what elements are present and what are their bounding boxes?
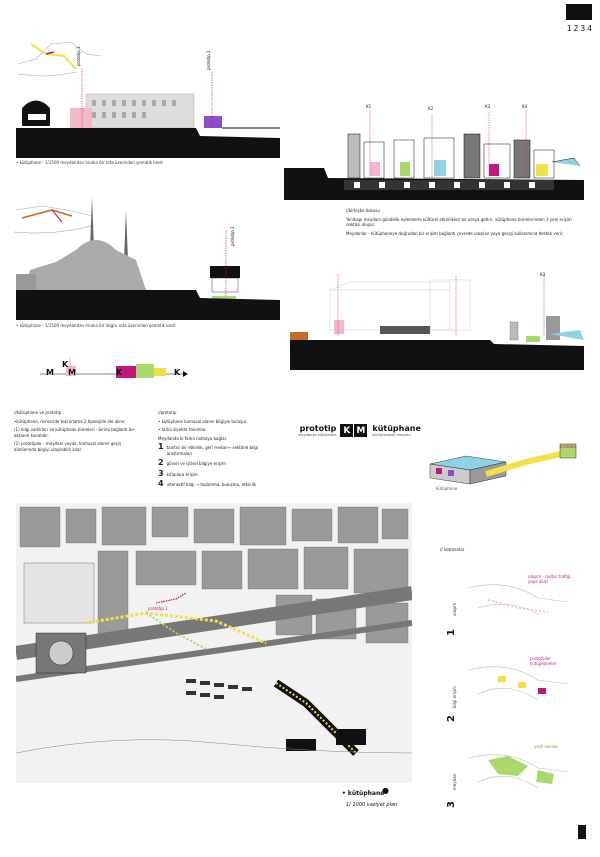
layer-3-diagram: [468, 754, 569, 789]
topic-1-line-1: •kütüphane, mimaride tekrarlama 2 tipolo…: [14, 418, 126, 424]
layer-2-diagram: [468, 666, 569, 701]
section-2-elevation: [284, 110, 584, 200]
page-corner-block: [566, 4, 592, 20]
strip-letter-2: K: [62, 360, 69, 369]
section-4-elevation: [290, 274, 584, 370]
layer-1-note: ulaşım - motor trafiği, yaya akışı: [528, 574, 572, 584]
topic-1-heading: //kütüphane ve prototip: [14, 410, 62, 415]
logo-left-sub: meydanda kütüphane: [298, 433, 337, 437]
site-plan-map: [16, 503, 412, 783]
section-3-tag: prototip 3: [230, 226, 235, 246]
layer-3-note: yeşil alanlar: [534, 744, 559, 749]
layer-3-word: meydan: [452, 773, 457, 790]
layer-2-note: prototipler kütüphaneler: [530, 656, 557, 666]
logo-right-sub: kütüphanede meydan: [372, 433, 411, 437]
iso-label-top: prototip: [560, 444, 576, 449]
plan-library-label: • kütüphane: [342, 790, 385, 797]
logo-km-mark: K M: [340, 424, 368, 437]
section-3-caption: • kütüphane - 1/1500 meydandan hiraka bi…: [16, 323, 176, 328]
layer-1-word: ulaşım: [452, 602, 457, 616]
section-1-elevation: [16, 68, 280, 158]
strip-letter-5: K: [174, 368, 181, 377]
iso-label-bottom: kütüphane: [436, 486, 458, 491]
section-1-tag-1: prototip 1: [76, 46, 81, 66]
strip-letter-1: M: [46, 368, 54, 377]
logo-letter-m: M: [354, 424, 368, 437]
topic-2-block: //prototip • kütüphane kamusal alanın bi…: [158, 410, 278, 492]
km-logo: prototip meydanda kütüphane K M kütüphan…: [298, 424, 421, 437]
mini-map-1: [17, 41, 102, 77]
mk-strip-diagram: [40, 358, 188, 378]
section-3-elevation: [16, 196, 280, 320]
topic-1-block: //kütüphane ve prototip •kütüphane, mima…: [14, 410, 142, 455]
plan-prototype-tag: prototip 1: [148, 606, 168, 611]
section-2-tag-k4: K4: [522, 104, 528, 109]
topic-2-heading: //prototip: [158, 410, 177, 415]
layer-1-number: 1: [446, 629, 457, 636]
section-2-tag-k1: K1: [366, 104, 372, 109]
section-2-tag-k3: K3: [485, 104, 491, 109]
section-4-note: //birleşke dokusu Yenikapı meydanı günde…: [346, 208, 572, 236]
section-1-tag-2: prototip 2: [206, 50, 211, 70]
topic-2-line-3: Meydanda ki farklı noktaya bağlar.: [158, 435, 228, 441]
logo-letter-k: K: [340, 424, 354, 437]
layer-2-word: bilgi erişim: [452, 686, 457, 708]
strip-letter-3: M: [68, 368, 76, 377]
logo-left-word: prototip: [299, 424, 337, 433]
section-2-tag-k2: K2: [428, 106, 434, 111]
topic-1-line-3: (2) prototipler - meydanı yayılır, kamus…: [14, 441, 122, 452]
plan-scale-label: 1/ 1000 vaziyet plan: [346, 802, 398, 808]
page-number: 1234: [566, 24, 594, 33]
section-4-tag: K3: [540, 272, 546, 277]
layer-3-number: 3: [446, 801, 457, 808]
layer-2-number: 2: [446, 715, 457, 722]
layer-1-diagram: [468, 584, 569, 615]
isometric-diagram: [429, 443, 577, 485]
plan-pin-icon: ●: [382, 786, 389, 795]
topic-2-line-2: • farklı ölçekte tanımlar.: [158, 427, 207, 432]
section-1-caption: • kütüphane - 1/1500 meydandan hiraka bi…: [16, 160, 163, 165]
mini-map-2: [13, 205, 93, 234]
layers-heading: // katmanlar: [440, 547, 465, 552]
page-bottom-block: [578, 825, 586, 839]
topic-2-line-1: • kütüphane kamusal alanın bilgiyle bulu…: [158, 418, 248, 424]
strip-letter-4: K: [116, 368, 123, 377]
topic-1-line-2: (1) bilgi varlıkları ve kütüphane biriml…: [14, 427, 136, 438]
logo-right-word: kütüphane: [372, 424, 421, 433]
